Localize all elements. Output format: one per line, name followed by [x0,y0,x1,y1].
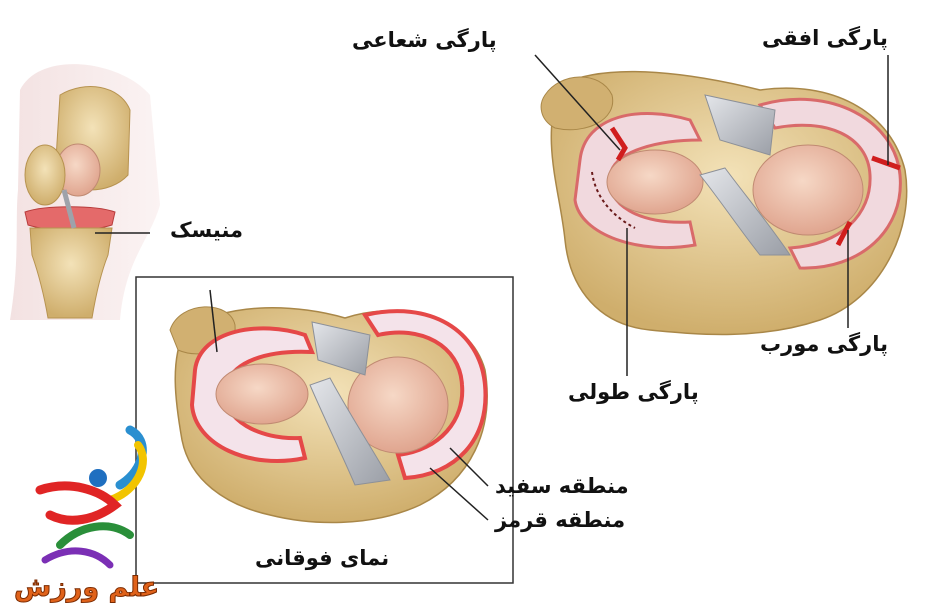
knee-overview-illustration [10,64,160,320]
label-meniscus: منیسک [170,220,243,241]
tibial-plateau-tears [541,72,907,335]
label-red-zone: منطقه قرمز [495,510,625,531]
logo-text: علم ورزش [14,572,159,603]
label-radial-tear: پارگی شعاعی [352,30,497,51]
label-horizontal-tear: پارگی افقی [762,28,888,49]
label-white-zone: منطقه سفید [495,476,629,497]
logo-mark [40,430,143,565]
label-longitudinal-tear: پارگی طولی [568,382,699,403]
label-oblique-tear: پارگی مورب [760,334,888,355]
label-top-view: نمای فوقانی [255,548,389,569]
tibial-plateau-top-view [170,307,487,523]
